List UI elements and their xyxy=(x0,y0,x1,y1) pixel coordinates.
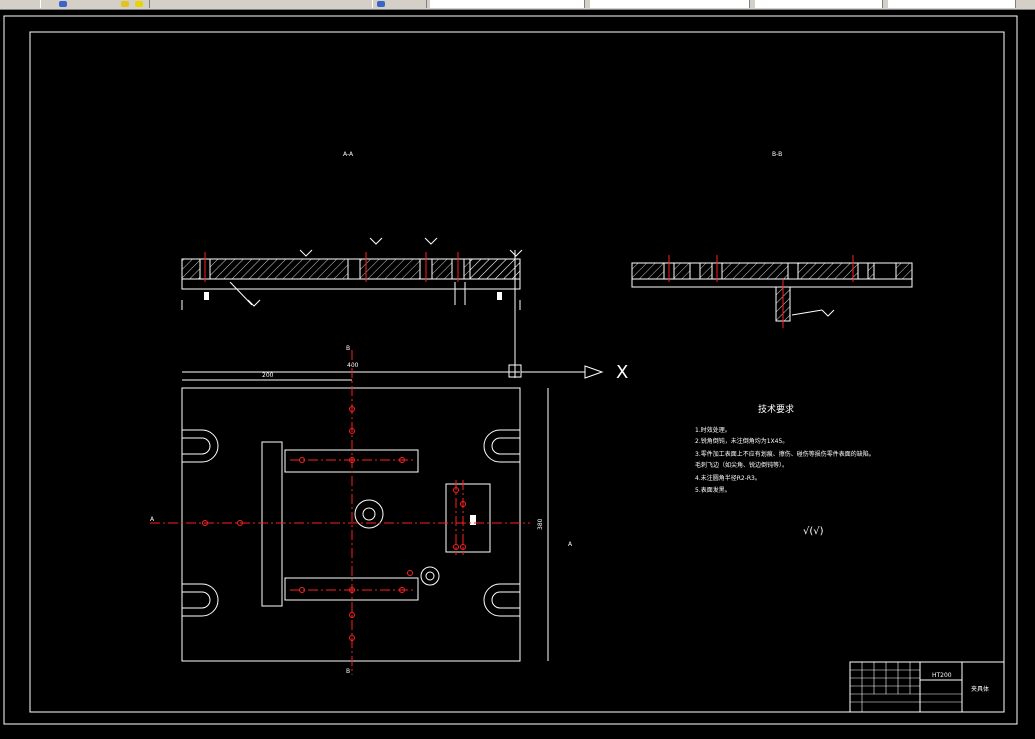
rail-bottom xyxy=(284,577,419,601)
toolbar-button-1[interactable] xyxy=(40,0,150,8)
match-icon xyxy=(377,1,385,7)
slot-top-right xyxy=(483,429,520,463)
slot-bottom-left xyxy=(182,583,219,617)
tech-requirement-1: 1.时效处理。 xyxy=(695,426,731,434)
roughness-note: √(√) xyxy=(803,526,824,537)
tech-requirement-2: 2.锐角倒钝，未注倒角均为1X45。 xyxy=(695,437,788,445)
tech-requirement-5: 5.表面发黑。 xyxy=(695,486,731,494)
layer-dropdown[interactable] xyxy=(430,0,585,8)
section-aa-title: A-A xyxy=(343,151,354,158)
title-block-material: HT200 xyxy=(932,672,952,679)
outer-frame xyxy=(3,15,1018,725)
slot-bottom-right xyxy=(483,583,520,617)
drawing-canvas[interactable]: A-A B-B xyxy=(0,10,1035,735)
symbol-x: X xyxy=(616,362,628,383)
plan-view: 400 200 380 xyxy=(150,345,628,675)
title-block-name: 夹具体 xyxy=(971,685,989,693)
tech-requirement-4: 4.未注圆角半径R2-R3。 xyxy=(695,474,761,482)
toolbar-button-2[interactable] xyxy=(372,0,427,8)
inner-frame xyxy=(29,31,1005,713)
section-mark-a-left: A xyxy=(150,516,155,523)
pocket-right xyxy=(445,483,491,553)
linetype-dropdown[interactable] xyxy=(755,0,883,8)
tech-requirement-3b: 毛刺飞边（如尖角、锐边倒钝等）。 xyxy=(695,461,788,469)
slot-top-left xyxy=(182,429,219,463)
dim-half-width: 200 xyxy=(262,372,274,379)
title-block: HT200 夹具体 xyxy=(849,661,1005,713)
dim-height: 380 xyxy=(537,518,544,530)
sun-icon xyxy=(135,1,143,7)
section-mark-b-bottom: B xyxy=(346,668,350,675)
centre-boss xyxy=(354,499,384,529)
arrow-head xyxy=(584,365,604,379)
datum-box xyxy=(508,364,522,378)
dim-overall-width: 400 xyxy=(347,362,359,369)
tech-requirement-3: 3.零件加工表面上不应有划痕、擦伤、碰伤等损伤零件表面的缺陷。 xyxy=(695,450,875,458)
section-aa-view xyxy=(181,237,523,378)
layer-icon xyxy=(59,1,67,7)
application-toolbar xyxy=(0,0,1035,10)
lineweight-dropdown[interactable] xyxy=(888,0,1016,8)
bulb-icon xyxy=(121,1,129,7)
section-mark-b-top: B xyxy=(346,345,350,352)
tech-requirements: 技术要求 1.时效处理。 2.锐角倒钝，未注倒角均为1X45。 3.零件加工表面… xyxy=(695,403,875,494)
color-dropdown[interactable] xyxy=(590,0,750,8)
section-bb-title: B-B xyxy=(772,151,782,158)
section-mark-a-right: A xyxy=(568,541,573,548)
section-bb-view xyxy=(631,255,913,328)
tech-requirements-title: 技术要求 xyxy=(758,403,794,415)
cad-drawing: A-A B-B xyxy=(3,15,1018,725)
